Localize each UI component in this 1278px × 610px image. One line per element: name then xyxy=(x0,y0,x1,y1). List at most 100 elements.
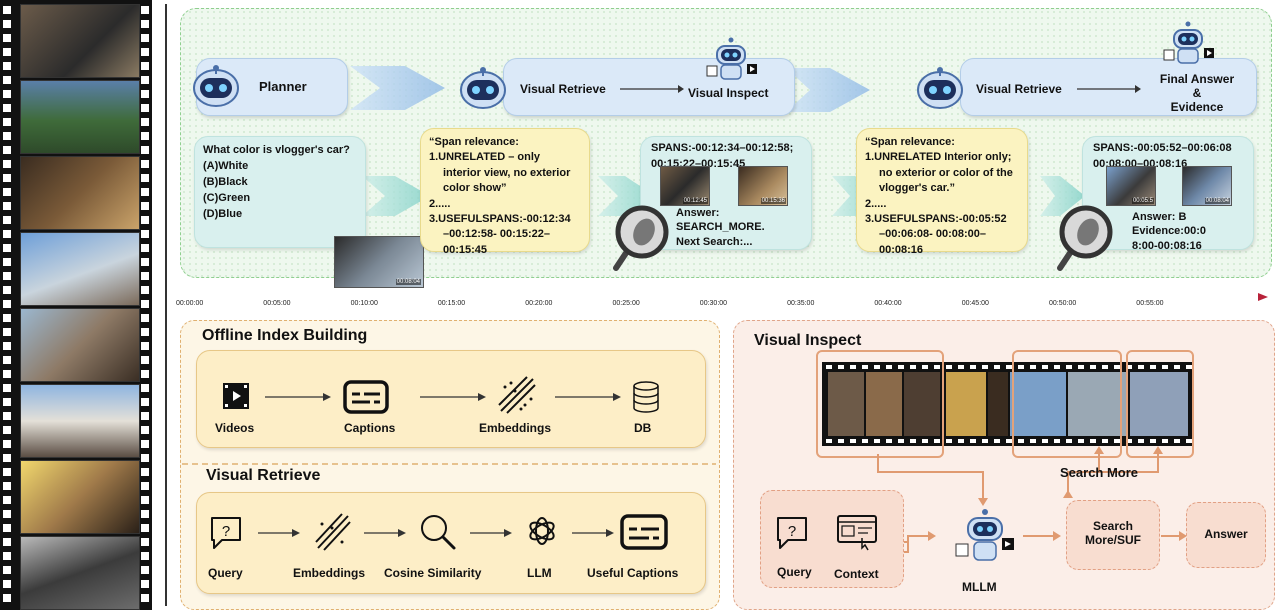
relevance2-line8: 00:08:16 xyxy=(879,243,924,256)
relevance2-line6: 3.USEFULSPANS:-00:05:52 xyxy=(865,212,1007,225)
option-c: (C)Green xyxy=(203,191,251,204)
spans1-header-1: SPANS:-00:12:34–00:12:58; xyxy=(651,142,794,154)
sprocket-hole xyxy=(3,118,11,126)
query-inspect-label: Query xyxy=(777,565,812,579)
sprocket-hole xyxy=(141,524,149,532)
sprocket-hole xyxy=(141,132,149,140)
cosine-similarity-label: Cosine Similarity xyxy=(384,566,482,580)
sprocket-hole xyxy=(3,160,11,168)
sprocket-hole xyxy=(3,76,11,84)
option-d: (D)Blue xyxy=(203,207,243,220)
spans1-thumb-1-ts: 00:12:45 xyxy=(682,198,708,204)
sprocket-hole xyxy=(3,468,11,476)
sprocket-hole xyxy=(141,398,149,406)
sprocket-hole xyxy=(3,370,11,378)
sprocket-hole xyxy=(141,356,149,364)
timeline-tick-label: 00:00:00 xyxy=(176,300,204,307)
sprocket-hole xyxy=(141,384,149,392)
sprocket-hole xyxy=(141,202,149,210)
sprocket-hole xyxy=(141,34,149,42)
sprocket-hole xyxy=(141,48,149,56)
spans1-answer: Answer: SEARCH_MORE. Next Search:... xyxy=(676,206,765,249)
sprocket-hole xyxy=(141,552,149,560)
relevance1-line1: “Span relevance: xyxy=(429,136,519,148)
stage2-retrieve-label: Visual Retrieve xyxy=(976,82,1062,96)
embeddings2-icon xyxy=(315,513,351,551)
sprocket-hole xyxy=(3,552,11,560)
sprocket-hole xyxy=(141,146,149,154)
offline-index-box xyxy=(196,350,706,448)
retrieve-arrow-1 xyxy=(258,529,300,537)
arrow-stage1-to-stage2 xyxy=(786,68,870,112)
db-label: DB xyxy=(634,421,652,435)
highlight-span-1 xyxy=(816,350,944,458)
relevance1-line6: 3.USEFULSPANS:-00:12:34 xyxy=(429,212,571,225)
question-thumbnail: 00:08:04 xyxy=(334,236,424,288)
sprocket-hole xyxy=(3,398,11,406)
sprocket-hole xyxy=(3,342,11,350)
relevance-box-1: “Span relevance: 1.UNRELATED – only inte… xyxy=(420,128,590,256)
timeline-axis xyxy=(178,293,1268,301)
context-label: Context xyxy=(834,567,879,581)
sprocket-hole xyxy=(141,370,149,378)
sprocket-hole xyxy=(141,188,149,196)
sprocket-hole xyxy=(141,482,149,490)
query-context-box xyxy=(760,490,904,588)
planner-label: Planner xyxy=(259,79,307,94)
video-frame-2 xyxy=(20,80,140,154)
section-divider xyxy=(182,463,716,465)
llm-openai-icon xyxy=(529,517,555,545)
search-suf-line2: More/SUF xyxy=(1084,533,1141,547)
query-bubble-icon: ? xyxy=(777,517,807,549)
sprocket-hole xyxy=(141,160,149,168)
query-icon: ? xyxy=(211,517,241,549)
timeline-tick-label: 00:35:00 xyxy=(787,300,815,307)
magnifier-icon-2 xyxy=(1057,205,1113,271)
spans2-answer-line2: Evidence:00:0 xyxy=(1132,225,1206,238)
embeddings-icon xyxy=(498,376,536,414)
captions-label: Captions xyxy=(344,421,396,435)
relevance2-line3: no exterior or color of the xyxy=(879,166,1013,179)
timeline-tick-label: 00:15:00 xyxy=(437,300,466,307)
search-more-label: Search More xyxy=(1060,465,1139,480)
sprocket-hole xyxy=(141,90,149,98)
sprocket-hole xyxy=(3,566,11,574)
film-sprocket-holes-right xyxy=(140,0,150,610)
sprocket-hole xyxy=(3,454,11,462)
sprocket-hole xyxy=(3,202,11,210)
inspect-connectors xyxy=(873,446,1187,553)
highlight-span-3 xyxy=(1126,350,1194,458)
video-frame-1 xyxy=(20,4,140,78)
video-frame-8 xyxy=(20,536,140,610)
sprocket-hole xyxy=(3,314,11,322)
retrieve-arrow-2 xyxy=(364,529,406,537)
visual-inspect-title: Visual Inspect xyxy=(754,332,862,349)
relevance2-line1: “Span relevance: xyxy=(865,136,955,148)
sprocket-hole xyxy=(141,258,149,266)
sprocket-hole xyxy=(141,566,149,574)
robot-inspect-icon xyxy=(706,37,757,80)
stage1-arrow xyxy=(620,85,684,93)
stage2-arrow xyxy=(1077,85,1141,93)
question-thumbnail-timestamp: 00:08:04 xyxy=(395,279,421,285)
offline-arrow-1 xyxy=(265,393,331,401)
video-frame-3 xyxy=(20,156,140,230)
sprocket-hole xyxy=(141,20,149,28)
sprocket-hole xyxy=(141,6,149,14)
relevance2-line4: vlogger's car.” xyxy=(879,182,955,195)
timeline-tick-label: 00:25:00 xyxy=(612,300,640,307)
llm-label: LLM xyxy=(527,566,552,580)
timeline-tick-label: 00:20:00 xyxy=(525,300,553,307)
spans2-header-1: SPANS:-00:05:52–00:06:08 xyxy=(1093,142,1232,154)
sprocket-hole xyxy=(3,6,11,14)
timeline-tick-label: 00:10:00 xyxy=(350,300,378,307)
final-answer-line3: Evidence xyxy=(1170,99,1224,114)
sprocket-hole xyxy=(141,286,149,294)
relevance-box-2: “Span relevance: 1.UNRELATED Interior on… xyxy=(856,128,1028,256)
video-frame-5 xyxy=(20,308,140,382)
useful-captions-icon xyxy=(620,514,668,550)
film-sprocket-holes-left xyxy=(2,0,12,610)
sprocket-hole xyxy=(141,412,149,420)
sprocket-hole xyxy=(3,412,11,420)
magnifier-icon-1 xyxy=(613,205,669,271)
